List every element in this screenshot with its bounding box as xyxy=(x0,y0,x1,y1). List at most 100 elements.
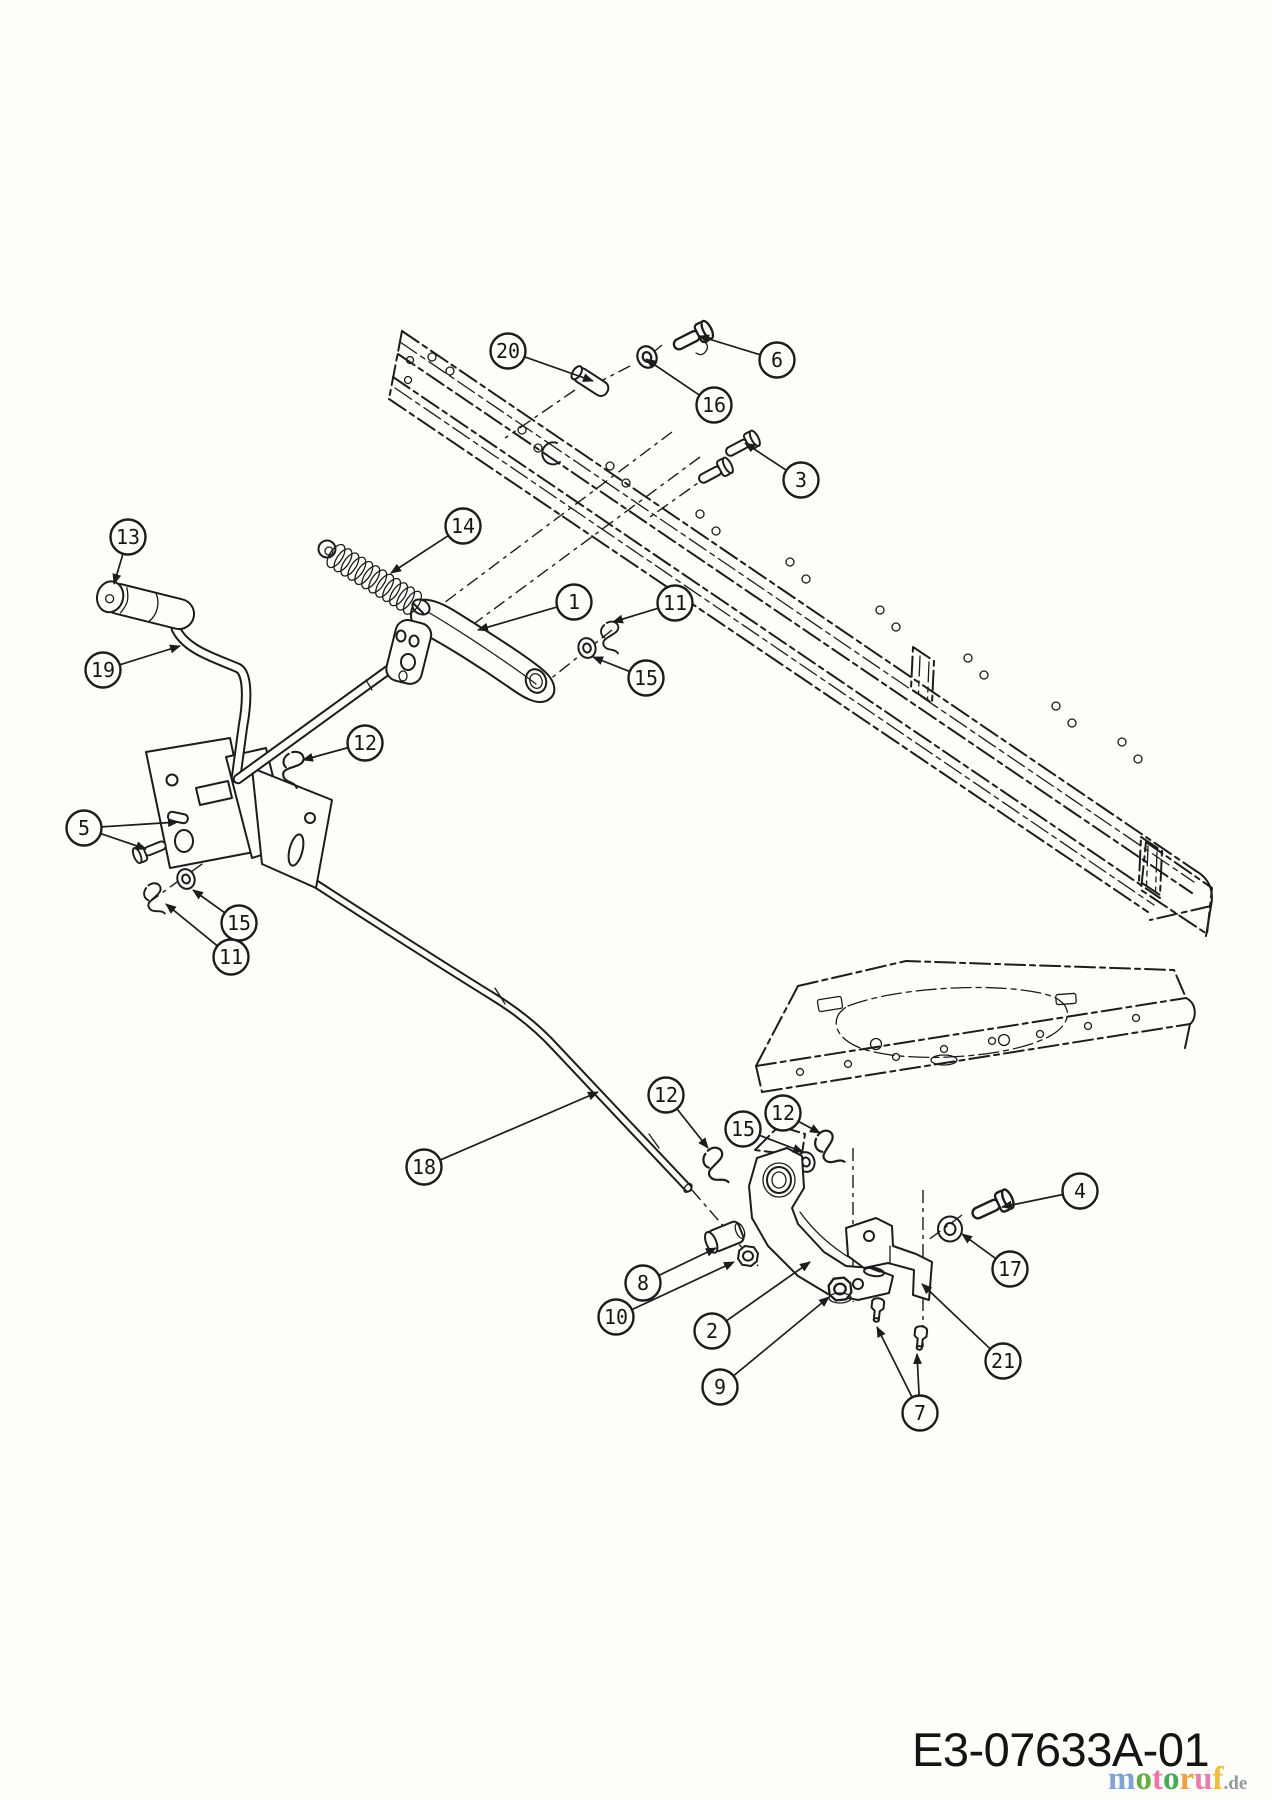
flanged-bushing-17 xyxy=(937,1215,963,1243)
callout-13[interactable]: 13 xyxy=(109,518,147,556)
top-fasteners xyxy=(568,318,763,489)
motoruf-watermark: motoruf.de xyxy=(1108,1761,1247,1797)
svg-text:8: 8 xyxy=(637,1271,649,1295)
svg-text:2: 2 xyxy=(706,1319,718,1343)
leader-2 xyxy=(725,1261,811,1322)
svg-text:14: 14 xyxy=(451,514,475,538)
leader-15 xyxy=(192,889,226,914)
callout-14[interactable]: 14 xyxy=(444,507,482,545)
svg-text:15: 15 xyxy=(731,1117,755,1141)
leader-12 xyxy=(302,746,349,762)
leader-9 xyxy=(732,1296,830,1377)
svg-text:12: 12 xyxy=(654,1083,678,1107)
callout-12[interactable]: 12 xyxy=(764,1094,802,1132)
leader-6 xyxy=(698,334,761,356)
callout-6[interactable]: 6 xyxy=(758,341,796,379)
svg-text:6: 6 xyxy=(771,348,783,372)
svg-text:16: 16 xyxy=(702,393,726,417)
callout-12[interactable]: 12 xyxy=(647,1076,685,1114)
callout-21[interactable]: 21 xyxy=(984,1342,1022,1380)
svg-text:3: 3 xyxy=(795,468,807,492)
svg-text:11: 11 xyxy=(219,945,243,969)
leader-16 xyxy=(645,358,700,396)
callout-2[interactable]: 2 xyxy=(693,1312,731,1350)
callout-15[interactable]: 15 xyxy=(724,1110,762,1148)
shoulder-screw-5 xyxy=(130,835,170,866)
svg-text:17: 17 xyxy=(998,1257,1022,1281)
rail-cutout xyxy=(541,441,561,466)
callout-3[interactable]: 3 xyxy=(782,461,820,499)
svg-text:11: 11 xyxy=(663,591,687,615)
hairpin-clip-12-bottom-left xyxy=(699,1144,733,1189)
lever-pivot-plate xyxy=(385,619,433,685)
leader-7 xyxy=(913,1353,923,1396)
drawing-number: E3-07633A-01 xyxy=(912,1723,1209,1776)
leader-10 xyxy=(631,1261,735,1311)
svg-text:5: 5 xyxy=(78,816,90,840)
leader-18 xyxy=(439,1091,599,1161)
callout-20[interactable]: 20 xyxy=(489,332,527,370)
svg-text:7: 7 xyxy=(914,1401,926,1425)
flange-nut-9 xyxy=(826,1275,854,1303)
callout-5[interactable]: 5 xyxy=(65,809,103,847)
deck-bracket-assembly xyxy=(699,1126,1018,1352)
cotter-clip-11-upper xyxy=(599,620,622,656)
callout-8[interactable]: 8 xyxy=(624,1264,662,1302)
svg-text:9: 9 xyxy=(714,1375,726,1399)
leader-11 xyxy=(165,903,218,947)
clip-on-bolt-6 xyxy=(695,340,709,356)
deck-rail-holes xyxy=(795,1013,1141,1077)
leader-15 xyxy=(592,656,631,673)
tension-spring xyxy=(317,539,431,616)
callout-11[interactable]: 11 xyxy=(212,938,250,976)
leader-15 xyxy=(759,1134,804,1153)
svg-text:15: 15 xyxy=(227,911,251,935)
svg-text:1: 1 xyxy=(568,590,580,614)
leader-14 xyxy=(390,534,449,574)
callout-10[interactable]: 10 xyxy=(597,1298,635,1336)
svg-text:18: 18 xyxy=(412,1155,436,1179)
cotter-clip-11-left xyxy=(140,880,169,919)
leader-3 xyxy=(744,442,787,472)
clevis-pin-20 xyxy=(568,363,613,400)
pivot-bracket-front xyxy=(166,767,333,889)
leader-8 xyxy=(658,1247,717,1277)
callout-15[interactable]: 15 xyxy=(627,659,665,697)
leader-5 xyxy=(101,818,179,828)
hairpin-clip-12-bottom-right xyxy=(809,1126,849,1172)
callout-15[interactable]: 15 xyxy=(220,904,258,942)
rail-holes xyxy=(403,352,1143,764)
callout-17[interactable]: 17 xyxy=(991,1250,1029,1288)
lift-lever-assembly xyxy=(95,539,622,919)
lift-rod xyxy=(238,831,693,1193)
svg-text:15: 15 xyxy=(634,666,658,690)
callout-7[interactable]: 7 xyxy=(901,1394,939,1432)
svg-text:12: 12 xyxy=(353,731,377,755)
svg-text:13: 13 xyxy=(116,525,140,549)
leader-12 xyxy=(797,1120,821,1134)
leader-12 xyxy=(676,1108,709,1149)
callout-12[interactable]: 12 xyxy=(346,724,384,762)
svg-text:10: 10 xyxy=(604,1305,628,1329)
callout-1[interactable]: 1 xyxy=(555,583,593,621)
svg-text:20: 20 xyxy=(496,339,520,363)
leader-1 xyxy=(477,606,558,632)
callout-9[interactable]: 9 xyxy=(701,1368,739,1406)
callout-16[interactable]: 16 xyxy=(695,386,733,424)
leader-13 xyxy=(112,553,124,585)
callout-19[interactable]: 19 xyxy=(84,651,122,689)
callout-4[interactable]: 4 xyxy=(1061,1172,1099,1210)
deck-lift-bracket xyxy=(748,1147,894,1301)
leader-19 xyxy=(119,644,181,666)
svg-text:19: 19 xyxy=(91,658,115,682)
svg-text:4: 4 xyxy=(1074,1179,1086,1203)
callout-11[interactable]: 11 xyxy=(656,584,694,622)
leader-7 xyxy=(876,1326,913,1398)
leader-21 xyxy=(921,1283,991,1350)
flat-washer-15-upper xyxy=(575,635,599,661)
spacer-bushing-8 xyxy=(704,1220,746,1254)
callout-18[interactable]: 18 xyxy=(405,1148,443,1186)
